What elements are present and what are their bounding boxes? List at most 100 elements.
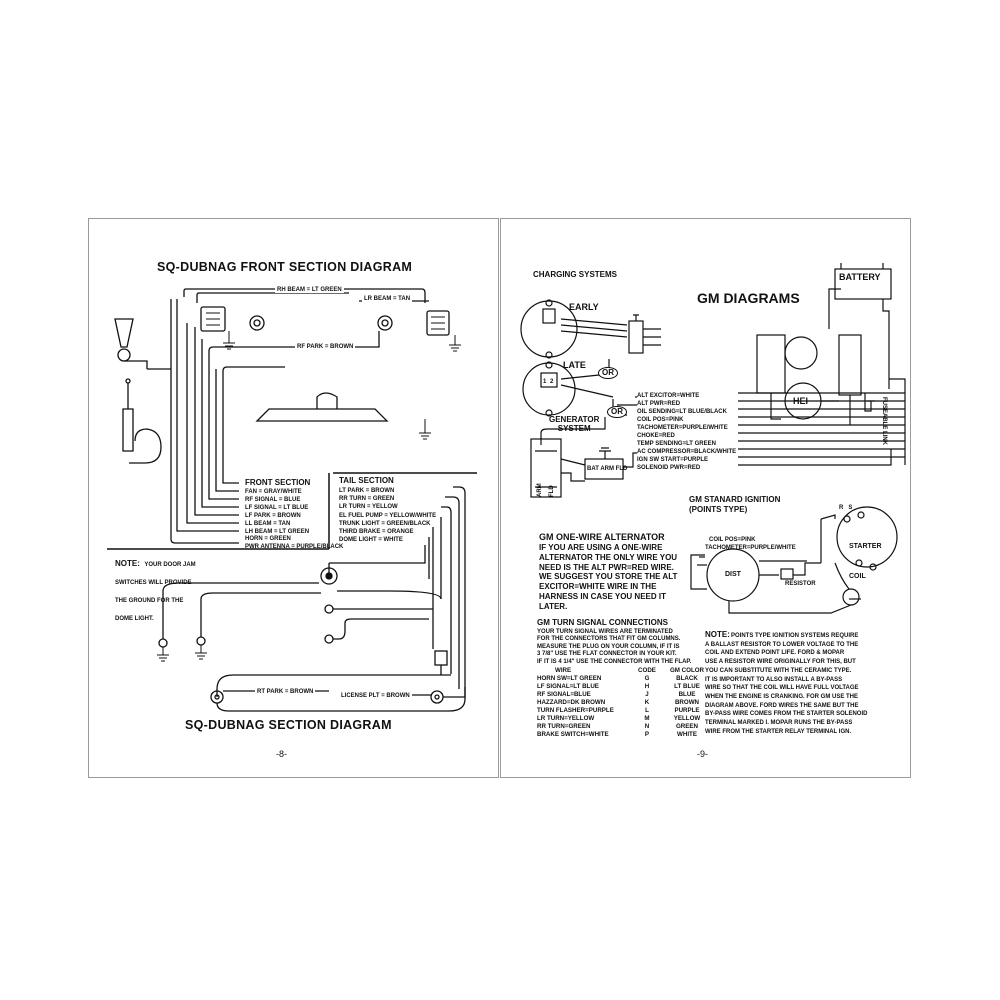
cell-code: M [644,715,650,722]
wire-label: COIL POS=PINK [637,416,739,424]
late-label: LATE [563,360,586,370]
section-diagram-title: SQ-DUBNAG SECTION DIAGRAM [185,718,392,732]
bat-arm-fld-label: BAT ARM FLD [587,466,628,472]
tail-section-item: THIRD BRAKE = ORANGE [339,529,414,536]
note-label: NOTE: [705,630,730,639]
coil-label: COIL [849,573,866,580]
cell-code: N [644,723,650,730]
coil-pos-label: COIL POS=PINK [709,537,756,543]
table-row: BRAKE SWITCH=WHITE P WHITE [537,731,712,739]
cell-wire: LR TURN=YELLOW [537,715,595,722]
fld-label: FLD [549,485,555,497]
gm-diagrams-title: GM DIAGRAMS [697,290,800,306]
dome-light-note: NOTE: YOUR DOOR JAM SWITCHES WILL PROVID… [115,553,265,625]
lr-beam-label: LR BEAM = TAN [362,296,413,303]
tail-section-heading: TAIL SECTION [339,476,394,485]
resistor-label: RESISTOR [785,581,816,587]
tail-section-list: LT PARK = BROWN RR TURN = GREEN LR TURN … [339,487,436,544]
cell-color: PURPLE [674,707,700,714]
starter-label: STARTER [849,543,882,550]
one-wire-text: IF YOU ARE USING A ONE-WIRE ALTERNATOR T… [539,543,678,611]
rh-beam-label: RH BEAM = LT GREEN [275,287,344,294]
tail-section-item: DOME LIGHT = WHITE [339,537,403,544]
wire-label: TACHOMETER=PURPLE/WHITE [637,424,739,432]
fuseable-link-label: FUSEABLE LINK [881,397,887,445]
wire-legend: ALT EXCITOR=WHITE ALT PWR=RED OIL SENDIN… [637,392,739,472]
front-section-item: PWR ANTENNA = PURPLE/BLACK [245,544,344,551]
tail-section-item: TRUNK LIGHT = GREEN/BLACK [339,520,431,527]
header-gm-color: GM COLOR [669,667,705,674]
front-section-item: LF SIGNAL = LT BLUE [245,504,309,511]
charging-systems-title: CHARGING SYSTEMS [533,270,618,279]
tail-section-item: EL FUEL PUMP = YELLOW/WHITE [339,512,437,519]
page-number: -8- [276,749,287,759]
cell-code: L [645,707,649,714]
page-number: -9- [697,749,708,759]
front-section-item: RF SIGNAL = BLUE [245,496,301,503]
note-text: YOUR DOOR JAM SWITCHES WILL PROVIDE THE … [115,562,196,622]
front-section-wiring-diagram [107,288,477,712]
header-code: CODE [638,667,656,674]
cell-wire: BRAKE SWITCH=WHITE [537,731,609,738]
wire-label: AC COMPRESSOR=BLACK/WHITE [637,448,739,456]
generator-system-label: GENERATOR SYSTEM [549,415,600,433]
or-label: OR [607,406,627,419]
wire-label: OIL SENDING=LT BLUE/BLACK [637,408,739,416]
rs-terminals-label: R S [839,505,853,511]
tail-section-item: LT PARK = BROWN [339,488,395,494]
table-row: TURN FLASHER=PURPLE L PURPLE [537,707,712,715]
terminal-2-label: 2 [550,379,554,385]
note-text: POINTS TYPE IGNITION SYSTEMS REQUIRE A B… [705,633,868,735]
table-row: RF SIGNAL=BLUE J BLUE [537,691,712,699]
terminal-1-label: 1 [543,379,547,385]
tachometer-label: TACHOMETER=PURPLE/WHITE [705,545,796,551]
front-section-item: FAN = GRAY/WHITE [245,489,302,495]
cell-color: YELLOW [673,715,701,722]
tail-section-item: LR TURN = YELLOW [339,504,398,511]
cell-color: LT BLUE [674,683,700,690]
arm-label: ARM [537,483,543,497]
table-header: WIRE CODE GM COLOR [537,667,712,675]
or-label: OR [598,367,618,380]
left-page: SQ-DUBNAG FRONT SECTION DIAGRAM RH BEAM … [88,218,499,778]
cell-wire: TURN FLASHER=PURPLE [537,707,614,714]
dist-label: DIST [725,571,741,578]
front-section-item: LF PARK = BROWN [245,512,301,519]
front-section-title: SQ-DUBNAG FRONT SECTION DIAGRAM [157,260,413,274]
wire-label: TEMP SENDING=LT GREEN [637,440,739,448]
cell-color: WHITE [677,731,697,738]
header-wire: WIRE [555,667,572,674]
wire-label: SOLENOID PWR=RED [637,464,739,472]
right-page: CHARGING SYSTEMS EARLY LATE GM DIAGRAMS … [500,218,911,778]
cell-code: G [644,675,650,682]
cell-wire: LF SIGNAL=LT BLUE [537,683,599,690]
note-label: NOTE: [115,559,140,568]
turn-signal-table: WIRE CODE GM COLOR HORN SW=LT GREEN G BLAC… [537,667,712,739]
rt-park-label: RT PARK = BROWN [255,689,316,696]
battery-label: BATTERY [839,272,881,282]
cell-color: GREEN [675,723,698,730]
cell-wire: RF SIGNAL=BLUE [537,691,591,698]
wire-label: IGN SW START=PURPLE [637,456,739,464]
cell-code: J [645,691,649,698]
cell-code: H [644,683,650,690]
table-row: LF SIGNAL=LT BLUE H LT BLUE [537,683,712,691]
front-section-item: HORN = GREEN [245,536,291,543]
turn-signal-title: GM TURN SIGNAL CONNECTIONS [537,618,668,627]
wire-label: CHOKE=RED [637,432,739,440]
cell-code: P [644,731,650,738]
license-plt-label: LICENSE PLT = BROWN [339,693,412,700]
ignition-title: GM STANARD IGNITION (POINTS TYPE) [689,495,781,514]
front-section-list: FAN = GRAY/WHITE RF SIGNAL = BLUE LF SIG… [245,489,343,552]
front-section-item: LL BEAM = TAN [245,520,291,527]
cell-wire: HAZZARD=DK BROWN [537,699,606,706]
cell-color: BLUE [678,691,696,698]
cell-wire: HORN SW=LT GREEN [537,675,602,682]
front-section-heading: FRONT SECTION [245,478,311,487]
cell-color: BLACK [676,675,698,682]
cell-color: BROWN [674,699,700,706]
one-wire-title: GM ONE-WIRE ALTERNATOR [539,532,665,542]
early-label: EARLY [569,302,599,312]
